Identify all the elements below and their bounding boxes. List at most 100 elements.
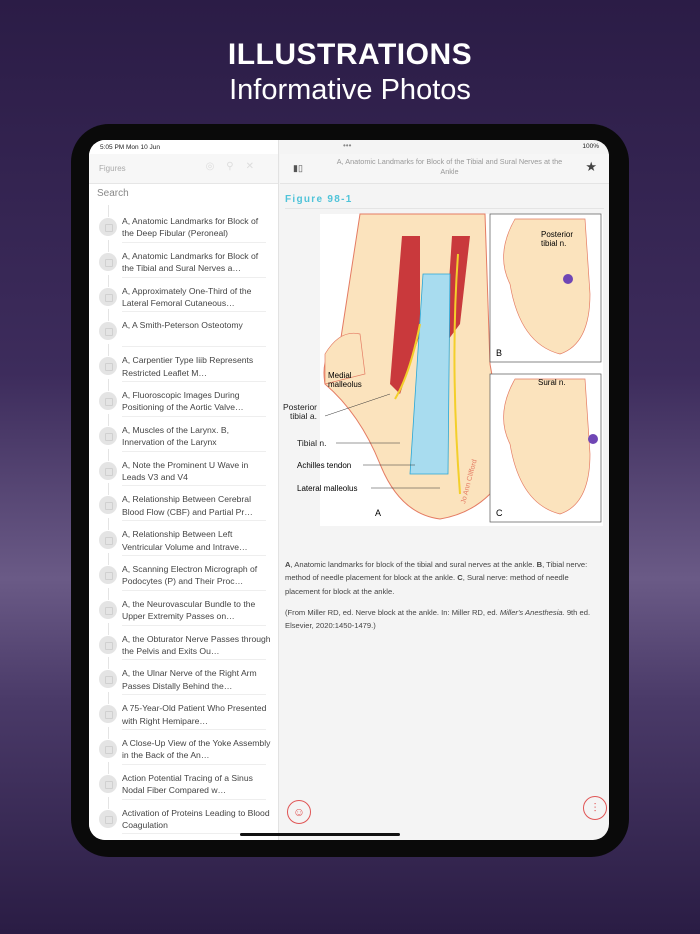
label-malleolus: malleolus — [328, 380, 362, 389]
lock-icon — [99, 670, 117, 689]
list-item[interactable]: A, Muscles of the Larynx. B, Innervation… — [89, 413, 278, 452]
list-item[interactable]: A Close-Up View of the Yoke Assembly in … — [89, 726, 278, 765]
list-item[interactable]: A, the Neurovascular Bundle to the Upper… — [89, 587, 278, 626]
divider — [122, 276, 266, 278]
divider — [122, 311, 266, 313]
label-posterior: Posterior — [283, 402, 317, 412]
list-item[interactable]: A, the Obturator Nerve Passes through th… — [89, 622, 278, 661]
lock-icon — [99, 252, 117, 271]
panel-b-posterior: Posterior — [541, 230, 573, 239]
panel-c-sural: Sural n. — [538, 378, 566, 387]
list-item[interactable]: A, Relationship Between Left Ventricular… — [89, 518, 278, 556]
caption-c-text: , Sural nerve: method of needle placemen… — [285, 573, 569, 596]
sidebar-title: Figures — [99, 164, 126, 173]
list-item[interactable]: A, Carpentier Type Iiib Represents Restr… — [89, 344, 278, 382]
divider — [285, 208, 604, 209]
list-item[interactable]: A, Scanning Electron Micrograph of Podoc… — [89, 552, 278, 591]
divider — [122, 694, 266, 696]
list-item[interactable]: A, Note the Prominent U Wave in Leads V3… — [89, 448, 278, 487]
label-medial: Medial — [328, 371, 352, 380]
divider — [122, 415, 266, 417]
battery-indicator: 100% — [582, 143, 599, 150]
label-achilles: Achilles tendon — [297, 461, 351, 470]
list-item[interactable]: A, Anatomic Landmarks for Block of the D… — [89, 205, 278, 243]
figure-label: Figure 98-1 — [285, 194, 353, 205]
timeline-line — [108, 552, 109, 565]
screen: Figures ◎⚲✕ Search A, Anatomic Landmarks… — [89, 140, 609, 840]
divider — [122, 346, 266, 348]
divider — [122, 520, 266, 522]
list-item-label: A, Anatomic Landmarks for Block of the T… — [122, 250, 259, 274]
list-item[interactable]: A, Approximately One-Third of the Latera… — [89, 274, 278, 313]
timeline-line — [108, 378, 109, 391]
divider — [122, 450, 266, 452]
list-item[interactable]: A, Anatomic Landmarks for Block of the T… — [89, 239, 278, 278]
detail-header: ▮▯ A, Anatomic Landmarks for Block of th… — [280, 154, 609, 184]
lock-icon — [99, 635, 117, 654]
panel-a-label: A — [375, 508, 381, 518]
list-item-label: A, Approximately One-Third of the Latera… — [122, 285, 252, 308]
search-input[interactable]: Search — [97, 188, 129, 199]
caption-a: A — [285, 560, 291, 569]
lock-icon — [99, 322, 117, 341]
list-item-label: A, Carpentier Type Iiib Represents Restr… — [122, 355, 254, 378]
timeline-line — [108, 518, 109, 531]
lock-icon — [99, 357, 117, 376]
label-tibial-a: tibial a. — [290, 411, 317, 421]
status-bar: 5:05 PM Mon 10 Jun ••• 100% — [89, 140, 609, 154]
multitask-dots[interactable]: ••• — [343, 141, 352, 150]
list-item[interactable]: Activation of Proteins Leading to Blood … — [89, 796, 278, 835]
sidebar-header: Figures ◎⚲✕ — [89, 154, 278, 184]
list-item-label: A, Scanning Electron Micrograph of Podoc… — [122, 563, 258, 587]
list-item-label: A Close-Up View of the Yoke Assembly in … — [122, 737, 271, 761]
anatomy-illustration[interactable]: Medial malleolus Posterior tibial a. Tib… — [283, 213, 603, 526]
timeline-line — [108, 726, 109, 739]
sidebar-toggle-icon[interactable]: ▮▯ — [293, 163, 303, 173]
lock-icon — [99, 391, 117, 410]
source-book: Miller's Anesthesia. — [499, 607, 565, 617]
timeline-line — [108, 344, 109, 357]
list-item-label: A, Note the Prominent U Wave in Leads V3… — [122, 459, 249, 482]
timeline-line — [108, 761, 109, 774]
list-item[interactable]: A, the Ulnar Nerve of the Right Arm Pass… — [89, 657, 278, 696]
panel-b-label: B — [496, 348, 502, 358]
star-icon[interactable]: ★ — [585, 159, 597, 174]
source-pre: (From Miller RD, ed. Nerve block at the … — [285, 607, 500, 617]
timeline-line — [108, 274, 109, 287]
timeline-line — [108, 657, 109, 670]
timeline-line — [108, 205, 109, 217]
lock-icon — [99, 705, 117, 724]
timeline-line — [108, 483, 109, 496]
list-item[interactable]: A 75-Year-Old Patient Who Presented with… — [89, 692, 278, 730]
list-item[interactable]: A, Fluoroscopic Images During Positionin… — [89, 378, 278, 417]
timeline-line — [108, 309, 109, 322]
list-item-label: A 75-Year-Old Patient Who Presented with… — [122, 703, 267, 726]
sidebar-header-icons[interactable]: ◎⚲✕ — [205, 161, 266, 172]
list-item-label: A, A Smith-Peterson Osteotomy — [122, 320, 243, 331]
list-item[interactable]: A, Relationship Between Cerebral Blood F… — [89, 483, 278, 522]
lock-icon — [99, 426, 117, 445]
list-item-label: A, Relationship Between Left Ventricular… — [122, 529, 248, 552]
hero: ILLUSTRATIONS Informative Photos — [0, 38, 700, 107]
list-item-label: A, the Ulnar Nerve of the Right Arm Pass… — [122, 668, 257, 691]
divider — [122, 624, 266, 626]
detail-panel: ▮▯ A, Anatomic Landmarks for Block of th… — [280, 154, 609, 840]
list-item-label: A, Anatomic Landmarks for Block of the D… — [122, 216, 259, 239]
lock-icon — [99, 461, 117, 480]
timeline-line — [108, 448, 109, 461]
lock-icon — [99, 600, 117, 619]
list-item[interactable]: Action Potential Tracing of a Sinus Noda… — [89, 761, 278, 800]
timeline-line — [108, 587, 109, 600]
home-indicator[interactable] — [240, 833, 400, 836]
label-tibial-n: Tibial n. — [297, 438, 326, 448]
timeline-line — [108, 413, 109, 426]
divider — [122, 763, 266, 765]
list-item-label: A, Fluoroscopic Images During Positionin… — [122, 389, 244, 413]
caption-b: B — [536, 560, 543, 569]
divider — [122, 833, 266, 835]
sidebar: Figures ◎⚲✕ Search A, Anatomic Landmarks… — [89, 140, 279, 840]
list-item[interactable]: A, A Smith-Peterson Osteotomy — [89, 309, 278, 348]
brain-icon-button[interactable]: ☺ — [287, 800, 311, 824]
settings-sliders-button[interactable]: ⫶ — [583, 796, 607, 820]
lock-icon — [99, 565, 117, 584]
